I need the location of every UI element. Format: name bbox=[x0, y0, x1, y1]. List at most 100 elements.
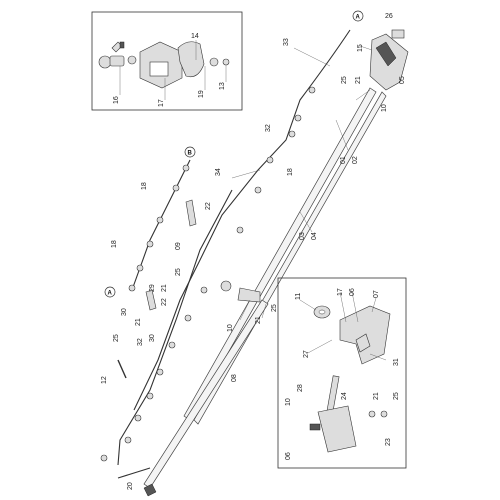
callout-21-mid: 21 bbox=[255, 316, 262, 324]
callout-30-a: 30 bbox=[121, 308, 128, 316]
boom-rail-upper bbox=[183, 87, 377, 421]
connector-a-top: A bbox=[352, 10, 364, 22]
callout-13: 13 bbox=[219, 82, 226, 90]
nozzle-icon bbox=[308, 86, 316, 94]
callout-20: 20 bbox=[127, 482, 134, 490]
pivot-06-part bbox=[309, 423, 321, 431]
nozzle-icon bbox=[146, 392, 154, 400]
nozzle-markers bbox=[100, 86, 316, 462]
end-cap-20-part bbox=[143, 483, 157, 497]
callout-11: 11 bbox=[295, 293, 302, 300]
callout-05: 05 bbox=[399, 76, 406, 84]
spray-pipe-end bbox=[117, 467, 151, 479]
callout-06: 06 bbox=[285, 452, 292, 460]
callout-15: 15 bbox=[357, 44, 364, 52]
spray-pipe-main bbox=[133, 29, 351, 411]
nozzle-icon bbox=[288, 130, 296, 138]
nozzle-icon bbox=[168, 341, 176, 349]
arm-28-part bbox=[326, 375, 340, 413]
nozzle-icon bbox=[156, 216, 164, 224]
nozzle-assembly-part bbox=[98, 41, 137, 69]
nozzle-icon bbox=[254, 186, 262, 194]
nozzle-icon bbox=[266, 156, 274, 164]
callout-21-b: 21 bbox=[135, 318, 142, 326]
leader-lines bbox=[231, 45, 373, 321]
nut-25-part bbox=[380, 410, 388, 418]
callout-07: 07 bbox=[373, 290, 380, 298]
callout-25-b: 25 bbox=[113, 334, 120, 342]
nozzle-icon bbox=[134, 414, 142, 422]
nozzle-icon bbox=[128, 284, 136, 292]
coupling-plate-part bbox=[237, 287, 261, 303]
callout-22-lower: 22 bbox=[161, 298, 168, 306]
callout-14: 14 bbox=[191, 33, 199, 40]
spring-clip-part bbox=[177, 41, 205, 78]
callout-32-top: 32 bbox=[265, 124, 272, 132]
callout-22-upper: 22 bbox=[205, 202, 212, 210]
pin-12-part bbox=[117, 359, 127, 379]
callout-30-b: 30 bbox=[149, 334, 156, 342]
bracket-22-upper-part bbox=[185, 199, 197, 227]
callout-31: 31 bbox=[393, 358, 400, 366]
nozzle-icon bbox=[156, 368, 164, 376]
callout-26: 26 bbox=[385, 13, 393, 20]
spray-pipes bbox=[117, 29, 351, 479]
left-small-parts bbox=[117, 199, 197, 497]
nozzle-icon bbox=[172, 184, 180, 192]
callouts-main: 33 26 15 25 21 05 10 01 02 32 18 34 03 0… bbox=[101, 13, 406, 490]
main-boom-rails bbox=[143, 87, 387, 489]
callout-03: 03 bbox=[299, 232, 306, 240]
callout-02: 02 bbox=[352, 156, 359, 164]
callout-35: 25 bbox=[341, 76, 348, 84]
callout-24: 24 bbox=[341, 392, 348, 400]
nozzle-icon bbox=[124, 436, 132, 444]
svg-text:B: B bbox=[188, 151, 193, 157]
callout-25-mid: 25 bbox=[271, 304, 278, 312]
hinge-part bbox=[391, 29, 405, 39]
callout-01: 01 bbox=[340, 156, 347, 164]
callout-10-top: 10 bbox=[381, 104, 388, 112]
callouts-inset: 11 17 06 07 27 31 28 10 24 21 25 06 23 bbox=[285, 288, 400, 460]
callout-27: 27 bbox=[303, 350, 310, 358]
nozzle-icon bbox=[100, 454, 108, 462]
spring-part bbox=[375, 41, 397, 67]
inset-frame bbox=[277, 277, 407, 469]
nozzle-icon bbox=[184, 314, 192, 322]
clamp-body-part bbox=[139, 41, 183, 89]
boom-mount-bracket bbox=[369, 29, 409, 91]
callout-33: 33 bbox=[283, 38, 290, 46]
hinge-block-part bbox=[355, 333, 371, 353]
callout-09: 09 bbox=[175, 242, 182, 250]
frame-24-part bbox=[317, 405, 357, 453]
callout-21-top: 21 bbox=[355, 76, 362, 84]
nozzle-icon bbox=[294, 114, 302, 122]
callout-34: 34 bbox=[215, 168, 222, 176]
callout-08: 08 bbox=[231, 374, 238, 382]
nut-part bbox=[222, 58, 230, 66]
svg-text:A: A bbox=[108, 291, 113, 297]
detail-inset-nozzle: 16 17 14 19 13 bbox=[91, 11, 243, 111]
nozzle-icon bbox=[136, 264, 144, 272]
callout-23: 23 bbox=[385, 438, 392, 446]
callout-28: 28 bbox=[297, 384, 304, 392]
inset-frame bbox=[91, 11, 243, 111]
callout-18-mid: 18 bbox=[287, 168, 294, 176]
detail-inset-hinge bbox=[277, 277, 407, 469]
spray-pipe-34 bbox=[117, 189, 233, 466]
callout-04: 04 bbox=[311, 232, 318, 240]
callout-12: 12 bbox=[101, 376, 108, 384]
callout-18-upper: 18 bbox=[141, 182, 148, 190]
callout-10-mid: 10 bbox=[227, 324, 234, 332]
callout-18-left: 18 bbox=[111, 240, 118, 248]
callout-29: 29 bbox=[149, 284, 156, 292]
center-coupling bbox=[220, 280, 261, 303]
callout-17: 17 bbox=[158, 99, 165, 107]
callout-17-inset: 17 bbox=[337, 288, 344, 296]
bolt-21-part bbox=[368, 410, 376, 418]
nozzle-icon bbox=[146, 240, 154, 248]
connector-a-left: A bbox=[104, 286, 116, 298]
callout-21-left: 21 bbox=[161, 284, 168, 292]
connector-b: B bbox=[184, 146, 196, 158]
callout-25-inset: 25 bbox=[393, 392, 400, 400]
callout-21-inset: 21 bbox=[373, 392, 380, 400]
